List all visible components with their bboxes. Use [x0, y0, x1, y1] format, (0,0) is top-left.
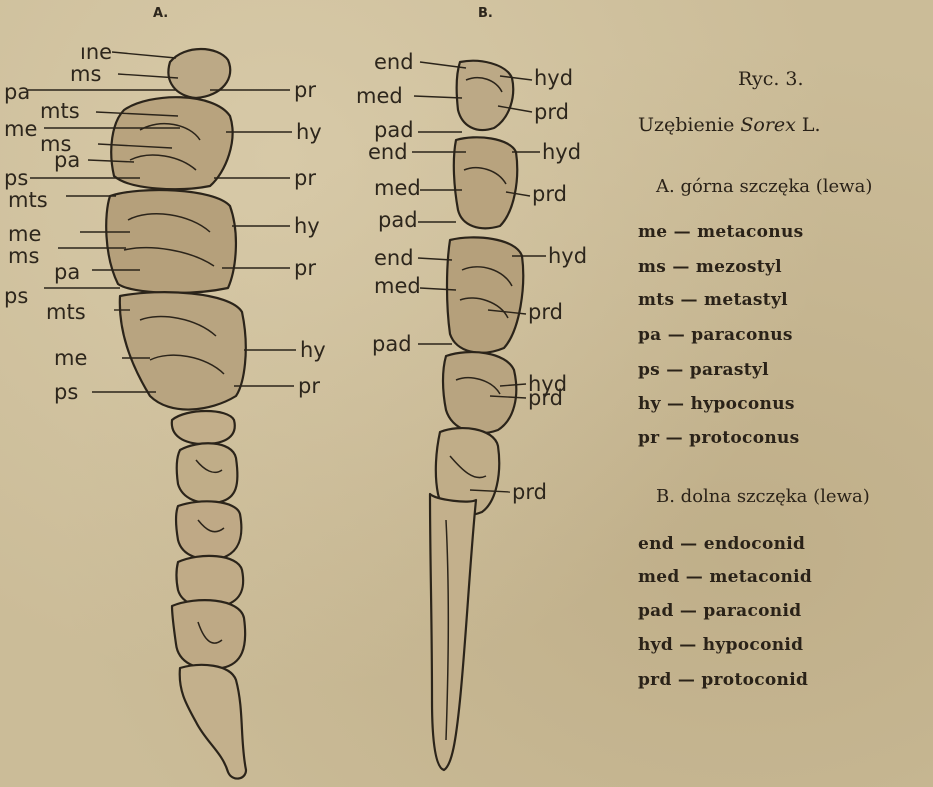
label-a-ps-1: ps — [4, 168, 28, 189]
label-a-mts-1: mts — [40, 101, 80, 122]
label-a-pr-2: pr — [294, 168, 316, 189]
label-b-pad-1: pad — [374, 120, 414, 141]
label-a-me-3: me — [54, 348, 87, 369]
label-a-ms-1: ms — [70, 64, 101, 85]
legend-item-mts: mts — metastyl — [638, 290, 788, 310]
legend-item-med: med — metaconid — [638, 567, 812, 587]
label-b-end-2: end — [368, 142, 408, 163]
label-a-mts-3: mts — [46, 302, 86, 323]
label-a-ine: ıne — [80, 42, 112, 63]
legend-section-a: A. górna szczęka (lewa) — [656, 176, 872, 197]
legend-item-hy: hy — hypoconus — [638, 394, 795, 414]
figure-title: Ryc. 3. — [738, 68, 804, 90]
label-b-prd-2: prd — [532, 184, 567, 205]
upper-jaw-molar-3 — [106, 190, 236, 293]
label-a-me-1: me — [4, 119, 37, 140]
label-a-pa-3: pa — [54, 262, 80, 283]
panel-a-header: A. — [153, 6, 168, 21]
legend-item-end: end — endoconid — [638, 534, 805, 554]
label-b-hyd-1: hyd — [534, 68, 573, 89]
label-b-pad-3: pad — [372, 334, 412, 355]
upper-jaw-tooth-6 — [177, 443, 238, 503]
lower-jaw-molar-1 — [457, 61, 514, 130]
label-a-pa-2: pa — [54, 150, 80, 171]
legend-item-pad: pad — paraconid — [638, 601, 801, 621]
legend-item-hyd: hyd — hypoconid — [638, 635, 803, 655]
label-b-med-1: med — [356, 86, 403, 107]
label-b-hyd-3: hyd — [548, 246, 587, 267]
legend-item-me: me — metaconus — [638, 222, 804, 242]
subtitle-suffix: L. — [802, 114, 821, 136]
label-b-prd-5: prd — [512, 482, 547, 503]
label-a-ps-3: ps — [54, 382, 78, 403]
label-a-me-2: me — [8, 224, 41, 245]
legend-section-b: B. dolna szczęka (lewa) — [656, 486, 870, 507]
label-b-pad-2: pad — [378, 210, 418, 231]
label-b-prd-3: prd — [528, 302, 563, 323]
subtitle-genus: Sorex — [740, 114, 796, 136]
label-a-hy-1: hy — [296, 122, 322, 143]
label-a-ms-3: ms — [8, 246, 39, 267]
upper-jaw-tooth-5 — [172, 411, 235, 444]
label-b-prd-4: prd — [528, 388, 563, 409]
label-a-mts-2: mts — [8, 190, 48, 211]
legend-item-ms: ms — mezostyl — [638, 257, 782, 277]
label-a-pr-4: pr — [298, 376, 320, 397]
label-a-pr-3: pr — [294, 258, 316, 279]
label-a-hy-3: hy — [300, 340, 326, 361]
legend-item-pa: pa — paraconus — [638, 325, 793, 345]
upper-jaw-tooth-9 — [172, 600, 245, 669]
label-a-ps-2: ps — [4, 286, 28, 307]
figure-subtitle: Uzębienie Sorex L. — [638, 114, 821, 136]
lower-jaw-incisor-root — [430, 494, 476, 770]
legend-item-pr: pr — protoconus — [638, 428, 800, 448]
lower-jaw-molar-3 — [447, 237, 523, 352]
label-b-hyd-2: hyd — [542, 142, 581, 163]
subtitle-prefix: Uzębienie — [638, 114, 734, 136]
label-b-end-3: end — [374, 248, 414, 269]
label-b-end-1: end — [374, 52, 414, 73]
legend-item-ps: ps — parastyl — [638, 360, 769, 380]
label-b-med-3: med — [374, 276, 421, 297]
label-b-med-2: med — [374, 178, 421, 199]
upper-jaw-molar-2 — [111, 97, 232, 189]
label-a-pa-1: pa — [4, 82, 30, 103]
label-a-hy-2: hy — [294, 216, 320, 237]
label-a-pr-1: pr — [294, 80, 316, 101]
legend-item-prd: prd — protoconid — [638, 670, 808, 690]
lower-jaw-molar-4 — [443, 352, 516, 433]
label-b-prd-1: prd — [534, 102, 569, 123]
panel-b-header: B. — [478, 6, 493, 21]
lower-jaw-molar-2 — [454, 137, 517, 228]
upper-jaw-incisor — [180, 665, 246, 779]
